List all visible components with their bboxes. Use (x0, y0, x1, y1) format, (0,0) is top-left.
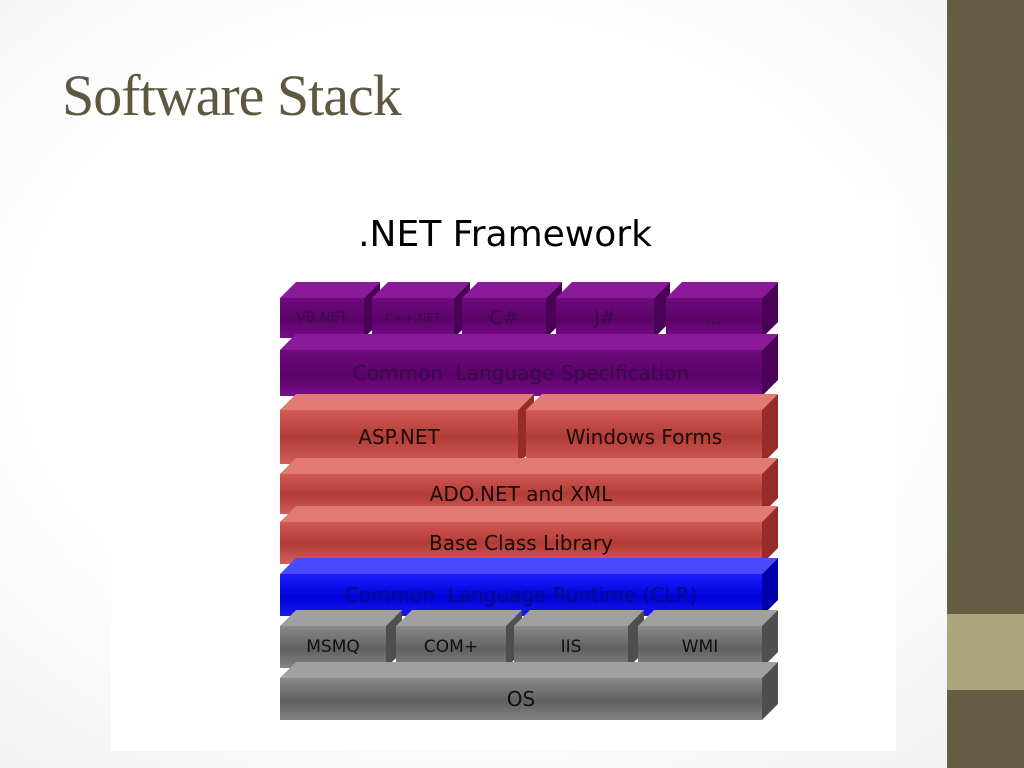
layer-label: IIS (514, 626, 628, 668)
layer-label: Common Language Runtime (CLR) (280, 574, 762, 616)
layer-windows-forms: Windows Forms (526, 394, 778, 464)
layer-label: ... (666, 298, 762, 338)
layer-label: OS (280, 678, 762, 720)
layer-label: WMI (638, 626, 762, 668)
layer-msmq: MSMQ (280, 610, 402, 668)
layer-wmi: WMI (638, 610, 778, 668)
layer-common-language-specification: Common Language Specification (280, 334, 778, 396)
layer-label: ASP.NET (280, 410, 518, 464)
layer-label: C++.NET (372, 298, 454, 338)
layer-aspnet: ASP.NET (280, 394, 534, 464)
theme-side-accent (947, 614, 1024, 690)
layer-os: OS (280, 662, 778, 720)
layer-label: Common Language Specification (280, 350, 762, 396)
layer-language-cppnet: C++.NET (372, 282, 470, 338)
layer-language-vbnet: VB.NET (280, 282, 380, 338)
layer-label: Windows Forms (526, 410, 762, 464)
layer-language-csharp: C# (462, 282, 562, 338)
layer-label: Base Class Library (280, 522, 762, 564)
layer-language-jsharp: J# (556, 282, 670, 338)
layer-label: VB.NET (280, 298, 364, 338)
slide-title: Software Stack (62, 63, 402, 128)
layer-label: J# (556, 298, 654, 338)
layer-base-class-library: Base Class Library (280, 506, 778, 564)
diagram-title: .NET Framework (358, 214, 652, 255)
layer-com-plus: COM+ (396, 610, 522, 668)
layer-label: COM+ (396, 626, 506, 668)
layer-language-more: ... (666, 282, 778, 338)
layer-common-language-runtime: Common Language Runtime (CLR) (280, 558, 778, 616)
layer-label: C# (462, 298, 546, 338)
layer-iis: IIS (514, 610, 644, 668)
layer-label: MSMQ (280, 626, 386, 668)
